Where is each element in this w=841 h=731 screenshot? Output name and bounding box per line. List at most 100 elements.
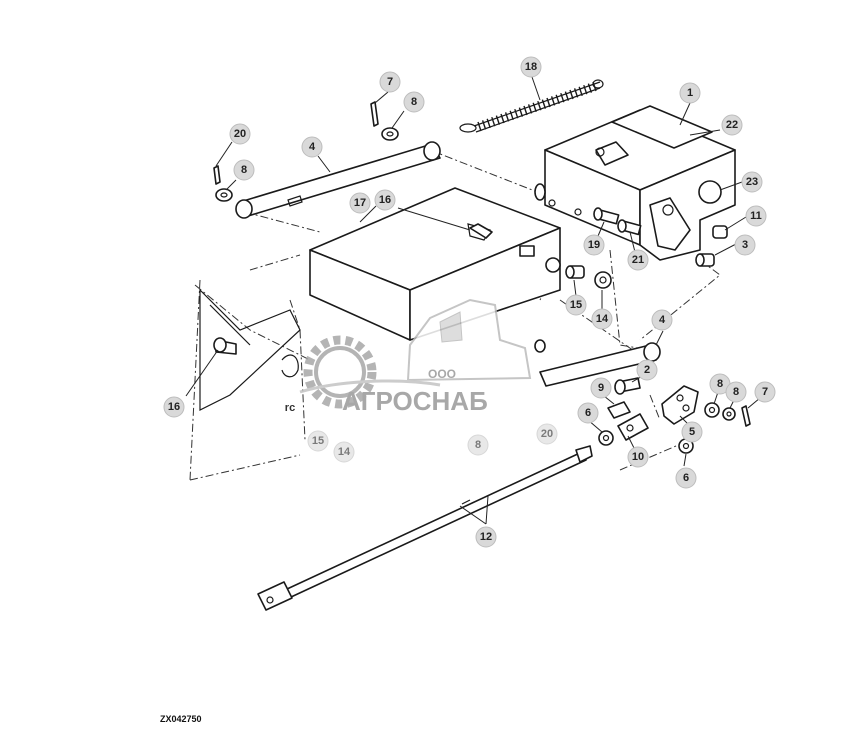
callout-circle — [681, 421, 703, 443]
callout-circle — [467, 434, 489, 456]
callout-circle — [627, 446, 649, 468]
control-rod-part-12 — [257, 445, 593, 611]
callout-circle — [741, 171, 763, 193]
callout-number: 6 — [585, 407, 591, 419]
bushing-part-11 — [712, 225, 728, 239]
link-rod-part-4-upper — [235, 141, 441, 219]
washer-part-8-lower-b — [722, 407, 736, 421]
callout-number: 9 — [598, 382, 604, 394]
callout-circle — [301, 136, 323, 158]
callout-circle — [307, 430, 329, 452]
callout-c15b: 15 — [307, 430, 329, 452]
callout-c12: 12 — [475, 526, 497, 548]
callout-circle — [520, 56, 542, 78]
callout-circle — [754, 381, 776, 403]
callout-c7a: 7 — [379, 71, 401, 93]
spring-coil — [537, 100, 542, 111]
callout-number: 15 — [570, 299, 582, 311]
callout-c8c: 8 — [467, 434, 489, 456]
callout-c4a: 4 — [301, 136, 323, 158]
callout-number: 20 — [234, 128, 246, 140]
callout-c2: 2 — [636, 359, 658, 381]
spring-coil — [523, 105, 528, 116]
spring-coil — [550, 96, 556, 106]
callout-circle — [679, 82, 701, 104]
background-frame — [199, 288, 301, 411]
washer-part-14-upper — [594, 271, 612, 289]
callout-circle — [721, 114, 743, 136]
callout-c6b: 6 — [675, 467, 697, 489]
washer-part-8-upper-mid — [381, 127, 399, 141]
callout-number: 8 — [475, 439, 481, 451]
callout-c11: 11 — [745, 205, 767, 227]
callout-number: 18 — [525, 61, 537, 73]
cotter-pin-part-7-lower — [741, 405, 751, 427]
callout-c10: 10 — [627, 446, 649, 468]
bracket-housing-part-1 — [534, 105, 736, 261]
callout-number: 4 — [309, 141, 316, 153]
callout-c6a: 6 — [577, 402, 599, 424]
nut-part-6-right — [678, 438, 694, 454]
washer-part-8-lower-a — [704, 402, 720, 418]
callout-c8a: 8 — [233, 159, 255, 181]
callout-circle — [745, 205, 767, 227]
callout-c18: 18 — [520, 56, 542, 78]
spring-coil — [481, 120, 487, 130]
svg-text:rc: rc — [285, 402, 295, 414]
callout-c9: 9 — [590, 377, 612, 399]
callout-c3: 3 — [734, 234, 756, 256]
watermark-logo: ООО АГРОСНАБ — [299, 298, 532, 416]
callout-c20b: 20 — [536, 423, 558, 445]
callout-c8e: 8 — [725, 381, 747, 403]
cotter-pin-part-7-upper — [370, 101, 379, 127]
callout-labels: 1234456677888889101112141415151616171819… — [163, 56, 776, 548]
bolt-part-16-lower — [213, 337, 237, 355]
combine-harvester-icon — [406, 298, 532, 382]
spring-coil — [541, 99, 547, 109]
bolt-part-16-upper — [469, 223, 493, 239]
callout-circle — [675, 467, 697, 489]
callout-number: 1 — [687, 87, 693, 99]
callout-c21: 21 — [627, 249, 649, 271]
callout-leaders — [185, 76, 761, 525]
callout-number: 8 — [241, 164, 247, 176]
callout-circle — [651, 309, 673, 331]
callout-number: 20 — [541, 428, 553, 440]
link-rod-part-4-lower — [534, 339, 661, 387]
figure-code: ZX042750 — [160, 714, 202, 724]
callout-number: 6 — [683, 472, 689, 484]
spring-coil — [491, 116, 496, 127]
callout-c16a: 16 — [374, 189, 396, 211]
callout-c8b: 8 — [403, 91, 425, 113]
callout-number: 11 — [750, 210, 762, 222]
spring-coil — [546, 97, 551, 108]
callout-number: 8 — [411, 96, 417, 108]
callout-number: 23 — [746, 176, 758, 188]
callout-circle — [233, 159, 255, 181]
spring-coil — [504, 112, 510, 122]
spring-coil — [527, 104, 533, 114]
spring-coil — [578, 86, 583, 97]
callout-number: 14 — [338, 446, 351, 458]
callout-circle — [627, 249, 649, 271]
callout-circle — [590, 377, 612, 399]
callout-number: 16 — [379, 194, 391, 206]
callout-number: 21 — [632, 254, 644, 266]
spring-coil — [564, 91, 570, 101]
callout-circle — [577, 402, 599, 424]
callout-circle — [379, 71, 401, 93]
callout-number: 7 — [387, 76, 393, 88]
callout-circle — [229, 123, 251, 145]
callout-circle — [583, 234, 605, 256]
callout-c7b: 7 — [754, 381, 776, 403]
callout-circle — [333, 441, 355, 463]
clip-part-9 — [607, 401, 631, 419]
spring-coil — [514, 108, 519, 119]
callout-number: 4 — [659, 314, 666, 326]
callout-circle — [349, 192, 371, 214]
spring-coil — [583, 84, 588, 95]
callout-number: 7 — [762, 386, 768, 398]
clevis-part-10 — [617, 413, 649, 441]
